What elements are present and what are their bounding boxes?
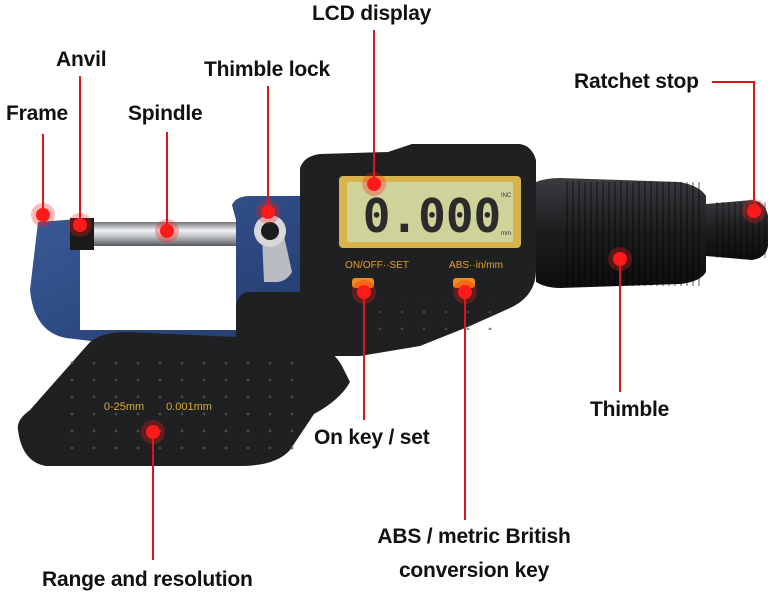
label-spindle: Spindle (128, 102, 203, 125)
label-frame: Frame (6, 102, 69, 125)
body-grip-texture (378, 296, 498, 330)
marker-on-key (352, 280, 376, 304)
marker-frame (31, 203, 55, 227)
label-abs-key-line1: ABS / metric British (377, 525, 571, 548)
label-range-resolution: Range and resolution (42, 568, 253, 591)
range-text: 0-25mm (104, 401, 144, 413)
marker-abs-key (453, 280, 477, 304)
frame-opening (80, 236, 236, 330)
lcd-unit-mm: mm (501, 231, 511, 237)
leader-ratchet (712, 81, 755, 208)
lcd-reading: 0.000 (363, 189, 501, 243)
thimble-lock (254, 215, 292, 282)
abs-inmm-button[interactable] (453, 278, 475, 288)
marker-ratchet (742, 199, 766, 223)
thimble-knurl (562, 182, 702, 286)
on-off-set-button[interactable] (352, 278, 374, 288)
marker-range (141, 420, 165, 444)
button-right-label: ABS··in/mm (449, 260, 503, 271)
lcd-unit-inc: INC (501, 193, 512, 199)
marker-spindle (155, 219, 179, 243)
label-anvil: Anvil (56, 48, 107, 71)
label-ratchet-stop: Ratchet stop (574, 70, 699, 93)
resolution-text: 0.001mm (166, 401, 212, 413)
marker-anvil (68, 213, 92, 237)
lcd-screen (347, 182, 513, 242)
marker-thimble-lock (256, 200, 280, 224)
label-thimble-lock: Thimble lock (204, 58, 330, 81)
label-abs-key: ABS / metric British conversion key (354, 520, 594, 588)
markers (31, 172, 766, 444)
button-left-label: ON/OFF··SET (345, 260, 409, 271)
marker-lcd (362, 172, 386, 196)
leader-lines (42, 30, 755, 560)
label-lcd-display: LCD display (312, 2, 432, 25)
label-thimble: Thimble (590, 398, 670, 421)
label-abs-key-line2: conversion key (398, 559, 550, 582)
frame-grip-texture (52, 356, 302, 452)
marker-thimble (608, 247, 632, 271)
label-on-key-set: On key / set (314, 426, 430, 449)
